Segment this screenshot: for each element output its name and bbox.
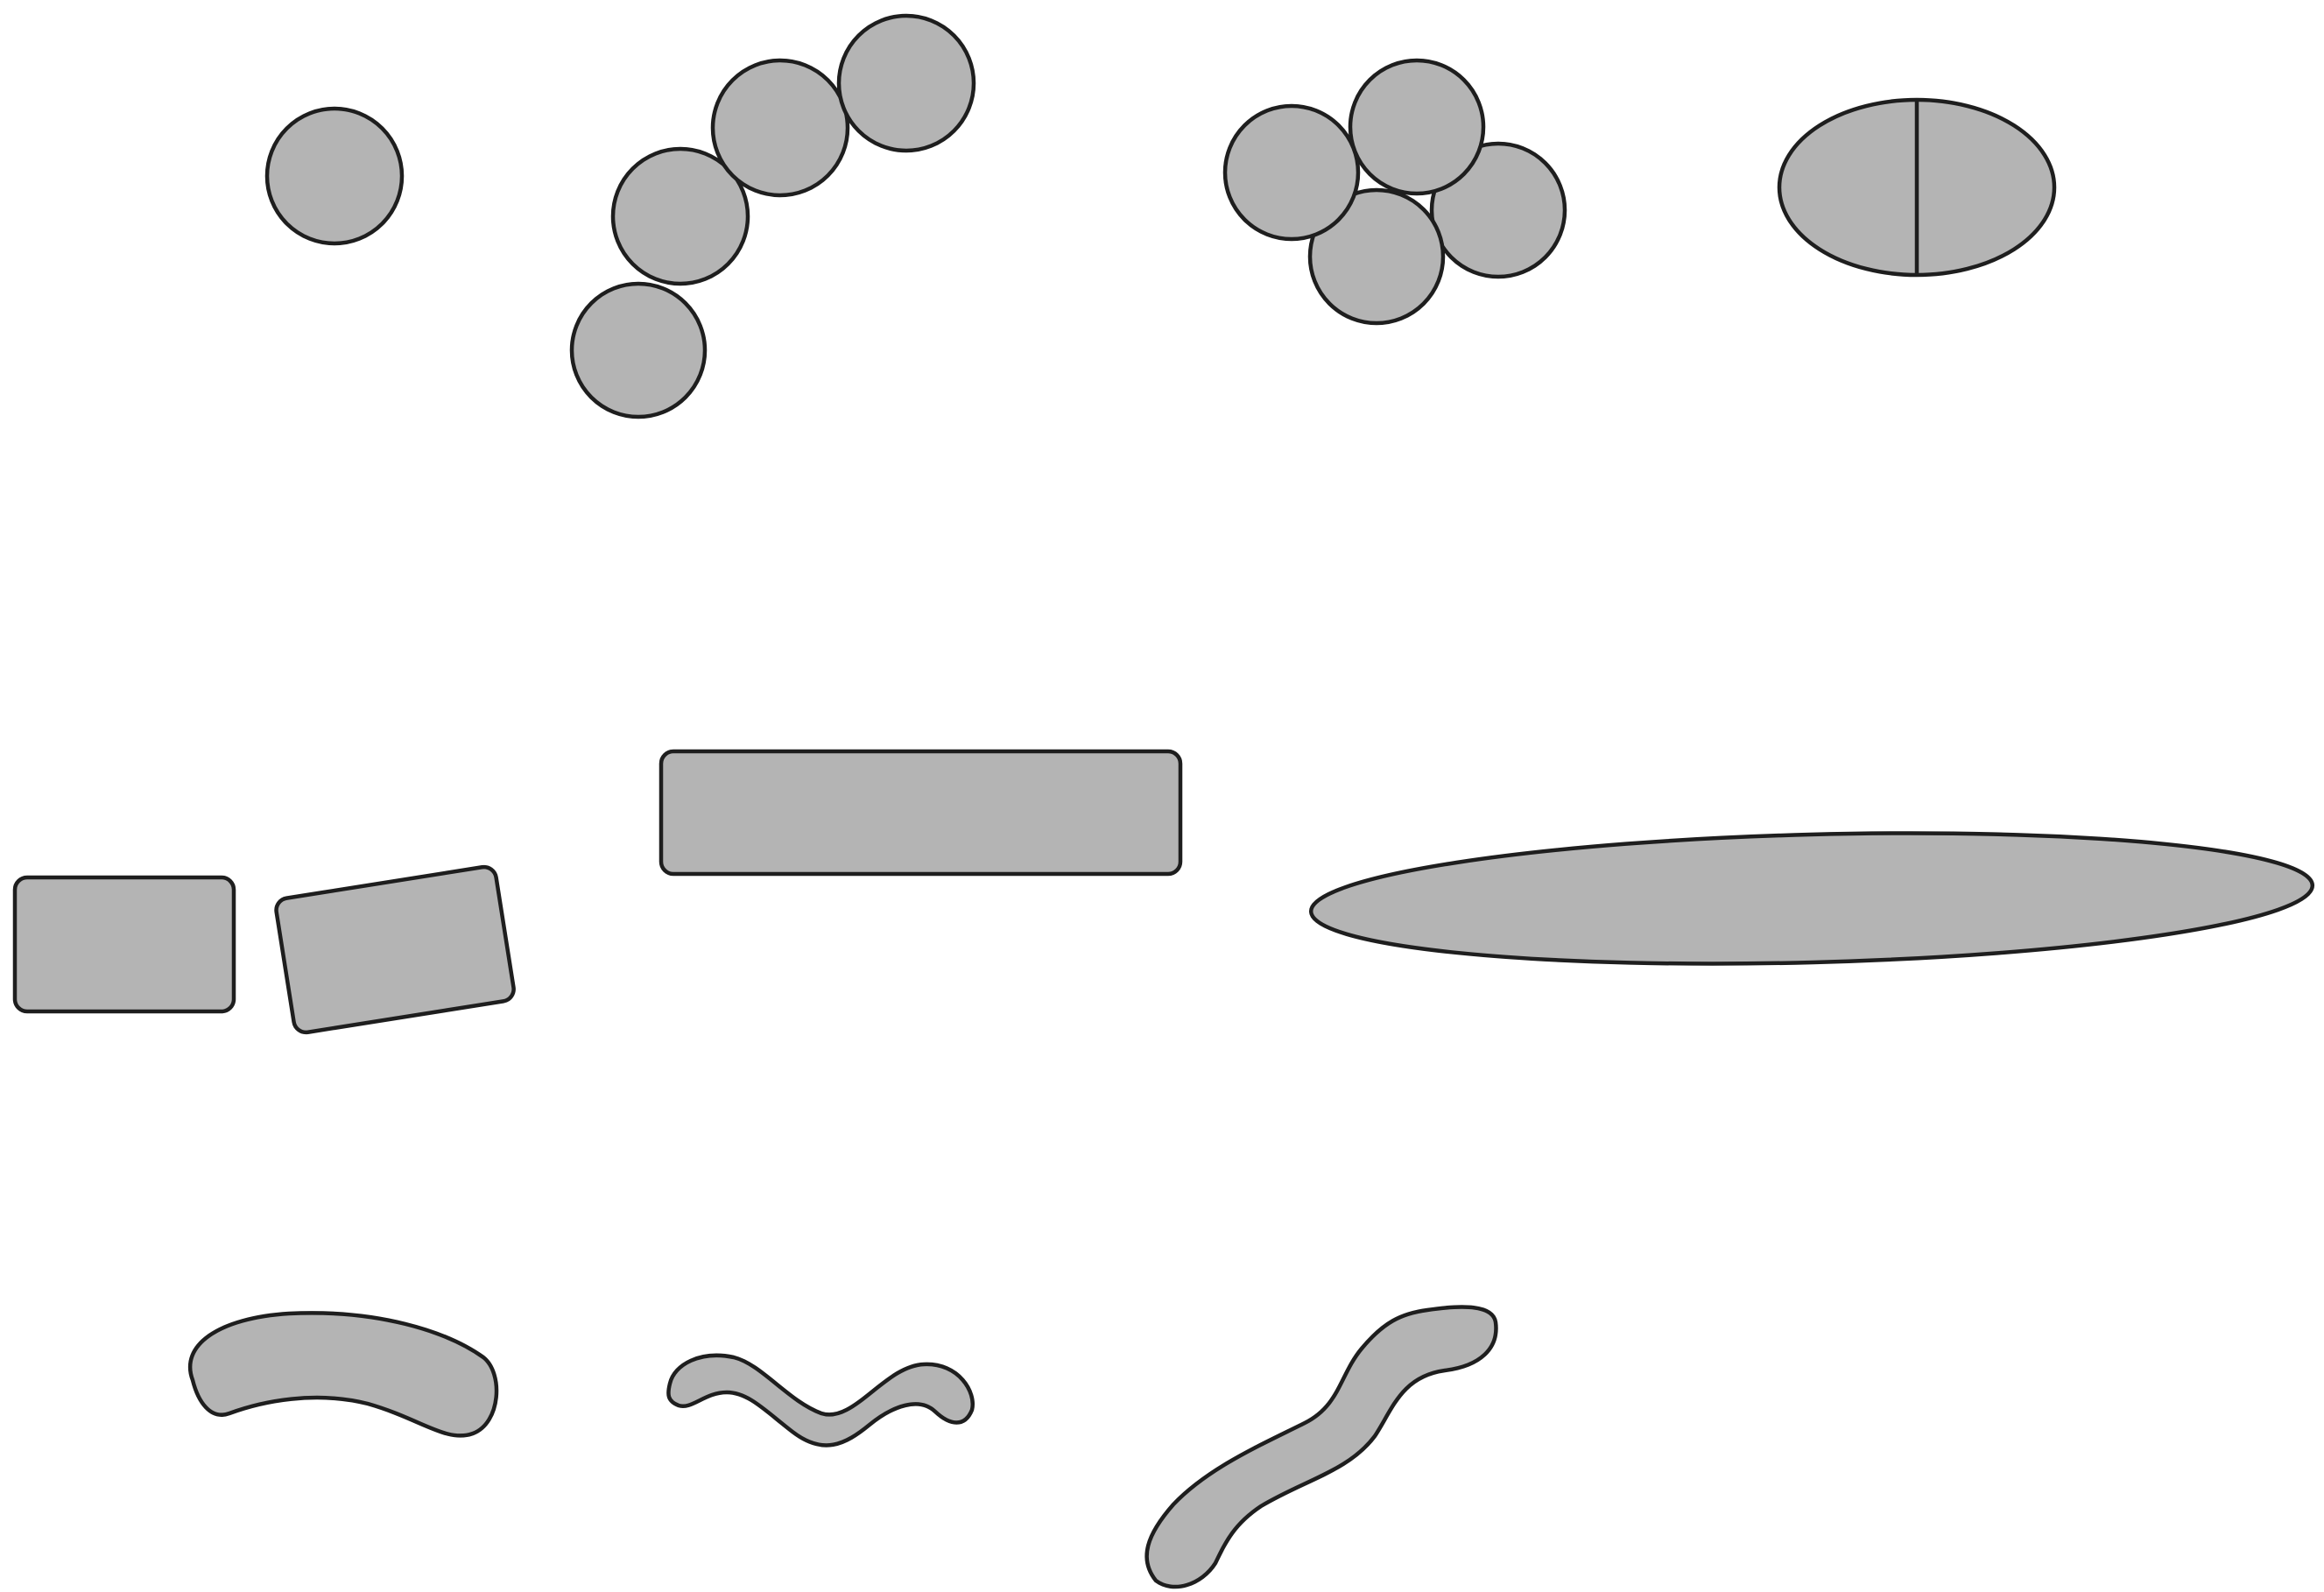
cluster-cell-3 [1225,106,1358,239]
single-coccus [267,109,402,243]
cluster-cell-4 [1350,60,1483,194]
long-rod-cell [661,751,1180,874]
dividing-coccus [1779,100,2054,275]
long-rod [661,751,1180,874]
chain-cell-4 [839,16,974,151]
coccus-cell [267,109,402,243]
rod-cell-1 [15,877,234,1011]
chain-cell-3 [713,60,848,195]
chain-cell-1 [572,284,705,417]
